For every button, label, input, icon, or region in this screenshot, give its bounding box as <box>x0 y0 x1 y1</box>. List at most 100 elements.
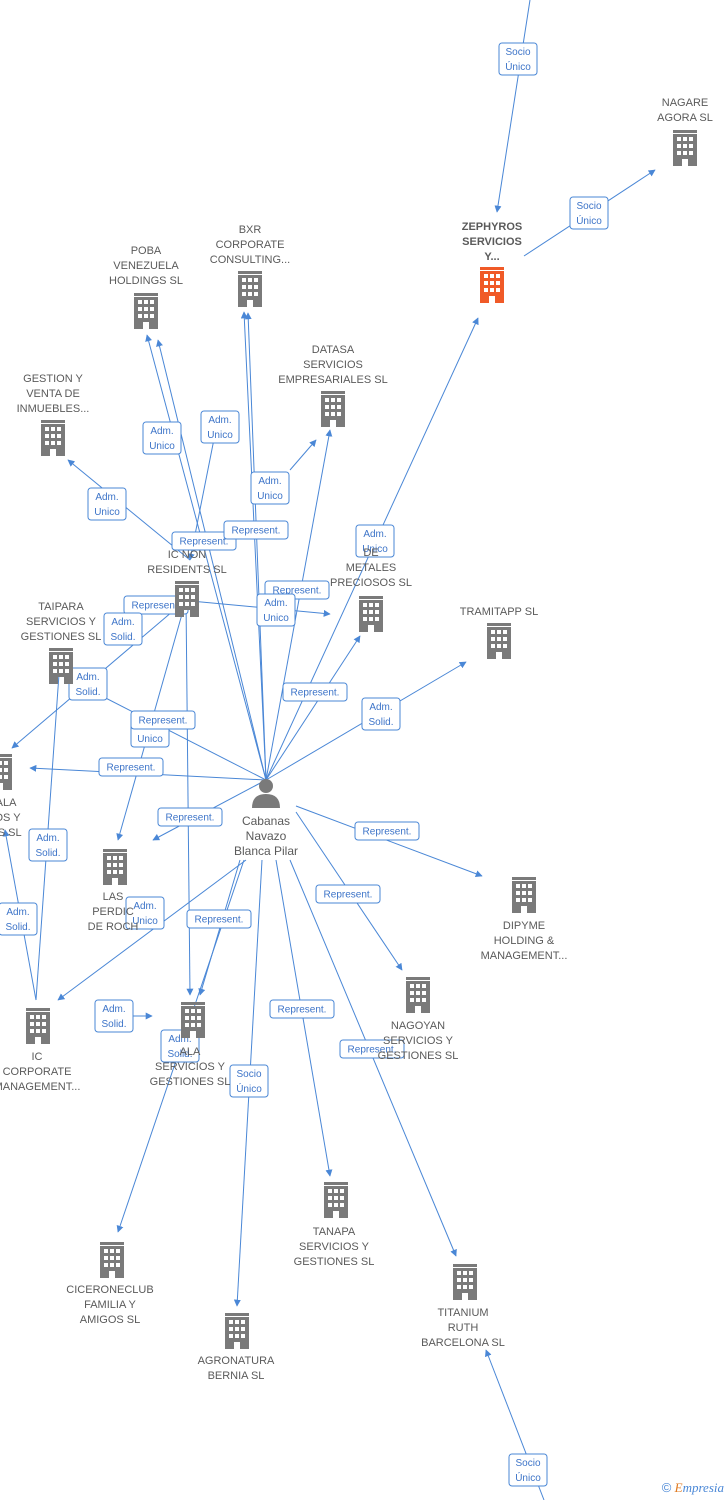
relation-label: Adm. <box>168 1034 191 1045</box>
company-name-line: TANAPA <box>313 1226 356 1238</box>
building-icon <box>480 267 504 303</box>
relation-badge[interactable]: Adm.Solid. <box>160 1029 200 1063</box>
company-name-line: SERVICIOS Y <box>155 1061 226 1073</box>
person-name-line: Blanca Pilar <box>234 844 298 858</box>
relation-label: Único <box>515 1471 541 1484</box>
relation-label: Represent. <box>278 1005 327 1016</box>
relation-label: Solid. <box>75 687 100 698</box>
relation-label: Represent. <box>324 890 373 901</box>
company-name-line: GESTIONES SL <box>378 1050 459 1062</box>
building-icon <box>49 648 73 684</box>
relation-badge[interactable]: Represent. <box>223 520 289 540</box>
relation-badge[interactable]: Adm.Unico <box>200 410 240 444</box>
company-name-line: Y... <box>484 251 499 263</box>
relation-label: Unico <box>207 430 233 441</box>
relation-label: Adm. <box>102 1004 125 1015</box>
brand-initial: E <box>674 1480 683 1495</box>
relation-badge[interactable]: Adm.Solid. <box>28 828 68 862</box>
relation-badge[interactable]: Adm.Solid. <box>0 902 38 936</box>
company-node-alaleft[interactable]: ALAIOS YES SL <box>0 754 22 839</box>
company-name-line: NAGARE <box>662 97 708 109</box>
relation-label: Solid. <box>101 1019 126 1030</box>
company-name-line: ALA <box>0 797 17 809</box>
relation-badge[interactable]: Represent. <box>354 821 420 841</box>
brand-name: mpresia <box>682 1480 724 1495</box>
relation-badge[interactable]: Adm.Unico <box>87 487 127 521</box>
company-node-zephyros[interactable]: ZEPHYROSSERVICIOSY... <box>462 221 523 303</box>
relation-badge[interactable]: Represent. <box>315 884 381 904</box>
company-name-line: METALES <box>346 562 397 574</box>
relation-badge[interactable]: Adm.Unico <box>125 896 165 930</box>
relation-edge <box>185 599 194 996</box>
company-name-line: GESTION Y <box>23 373 83 385</box>
relation-badge[interactable]: Represent. <box>339 1039 405 1059</box>
relation-badge[interactable]: Adm. Solid. <box>94 999 134 1033</box>
copyright-symbol: © <box>661 1480 672 1495</box>
company-name-line: RUTH <box>448 1322 479 1334</box>
relation-badge[interactable]: Represent. <box>186 909 252 929</box>
relation-label: Represent. <box>195 915 244 926</box>
relation-label: Adm. <box>363 529 386 540</box>
relation-badge[interactable]: Represent. <box>98 757 164 777</box>
company-name-line: BERNIA SL <box>208 1370 265 1382</box>
company-name-line: RESIDENTS SL <box>147 564 226 576</box>
relation-edge <box>89 689 267 781</box>
relation-badge[interactable]: Represent. <box>282 682 348 702</box>
company-name-line: ZEPHYROS <box>462 221 523 233</box>
relation-label: Adm. <box>369 702 392 713</box>
company-name-line: GESTIONES SL <box>21 631 102 643</box>
company-name-line: INMUEBLES... <box>17 403 90 415</box>
relation-badge[interactable]: Adm.Unico <box>256 593 296 627</box>
relation-label: Adm. <box>150 426 173 437</box>
building-icon <box>0 754 12 790</box>
relation-badge[interactable]: Adm.Solid. <box>361 697 401 731</box>
relation-badge[interactable]: Adm.Unico <box>355 524 395 558</box>
company-node-bxr[interactable]: BXRCORPORATECONSULTING... <box>210 224 290 307</box>
relation-badge[interactable]: Represent. <box>269 999 335 1019</box>
company-node-iccorp[interactable]: ICCORPORATEMANAGEMENT... <box>0 1008 80 1093</box>
relation-label: Represent. <box>139 716 188 727</box>
relation-label: Socio <box>505 47 530 58</box>
company-name-line: DE <box>363 547 378 559</box>
company-name-line: CICERONECLUB <box>66 1284 153 1296</box>
company-name-line: CORPORATE <box>216 239 285 251</box>
company-node-tramitapp[interactable]: TRAMITAPP SL <box>460 606 538 659</box>
company-name-line: FAMILIA Y <box>84 1299 136 1311</box>
relation-badge[interactable]: Represent. <box>171 531 237 551</box>
building-icon <box>238 271 262 307</box>
company-name-line: CONSULTING... <box>210 254 290 266</box>
relation-badge[interactable]: Adm.Solid. <box>103 612 143 646</box>
person-icon <box>252 779 280 808</box>
relation-badge[interactable]: Represent. <box>130 710 196 730</box>
company-name-line: SERVICIOS Y <box>299 1241 370 1253</box>
company-name-line: MANAGEMENT... <box>0 1081 80 1093</box>
relation-label: Solid. <box>5 922 30 933</box>
relation-badge[interactable]: Adm.Unico <box>142 421 182 455</box>
company-name-line: SERVICIOS Y <box>383 1035 454 1047</box>
company-name-line: DE ROCH <box>88 921 139 933</box>
relation-badge[interactable]: Represent. <box>157 807 223 827</box>
relation-badge[interactable]: Adm.Unico <box>250 471 290 505</box>
relation-label: Socio <box>576 201 601 212</box>
relation-badge[interactable]: Adm.Solid. <box>68 667 108 701</box>
